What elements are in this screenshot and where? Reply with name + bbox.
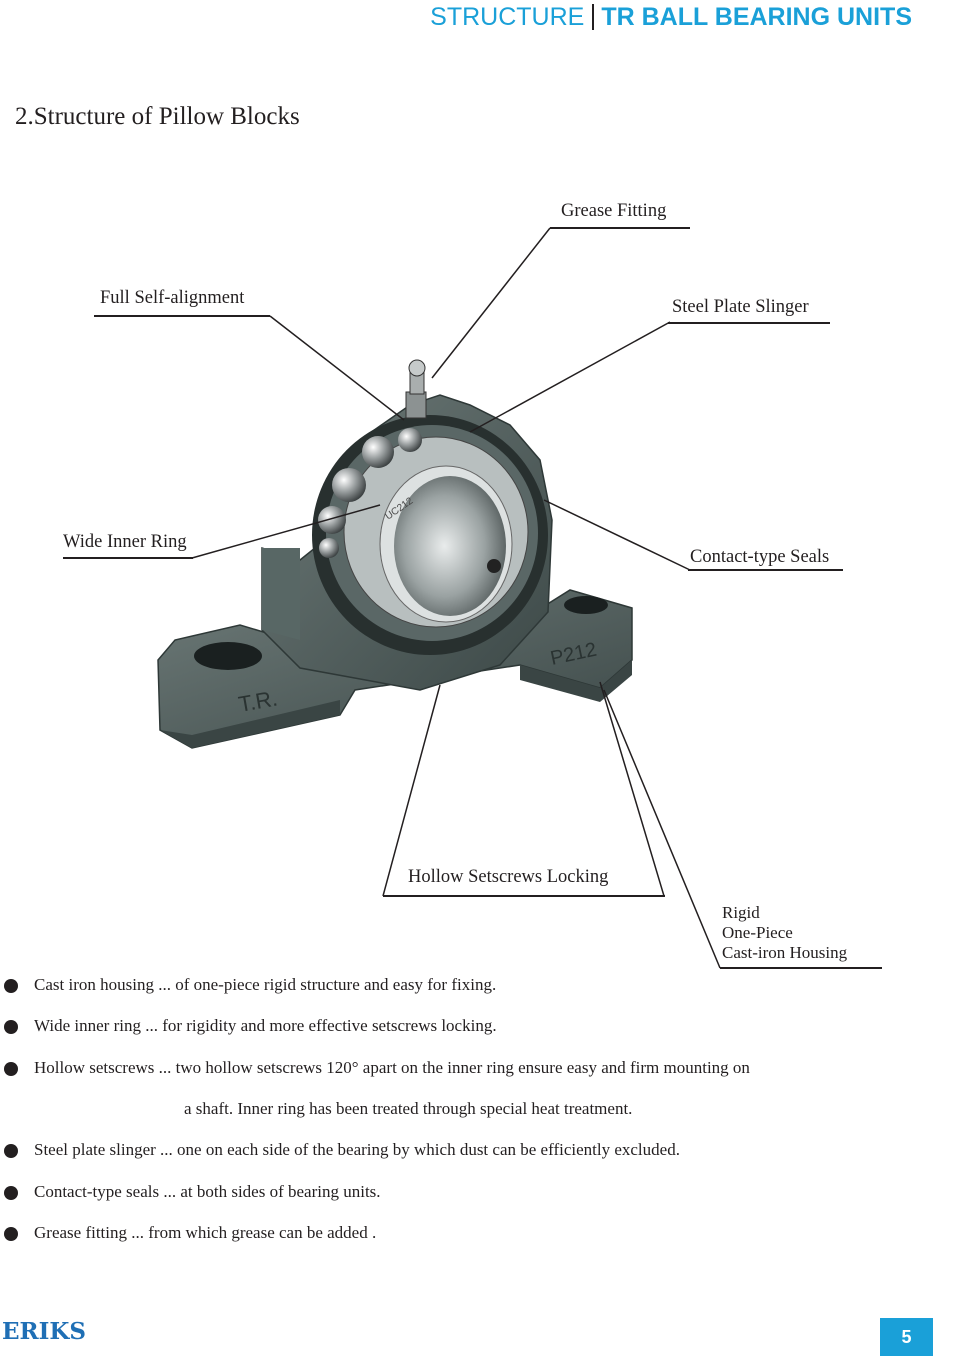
leader-hollow-setscrews — [382, 684, 441, 897]
callout-hollow-setscrews-locking: Hollow Setscrews Locking — [408, 867, 609, 887]
feature-steel-plate-slinger: Steel plate slinger ... one on each side… — [34, 1140, 680, 1159]
rule-full-self-alignment — [94, 315, 270, 317]
bullet-dot — [4, 979, 18, 993]
callout-housing-line-3: Cast-iron Housing — [722, 943, 848, 962]
rule-grease-fitting — [550, 227, 690, 229]
ball-set — [318, 428, 422, 558]
bullet-dot — [4, 1144, 18, 1158]
callout-grease-fitting: Grease Fitting — [561, 201, 667, 221]
rule-housing — [720, 967, 882, 969]
callout-housing-line-1: Rigid — [722, 903, 760, 922]
feature-grease-fitting: Grease fitting ... from which grease can… — [34, 1223, 377, 1242]
feature-cast-iron-housing: Cast iron housing ... of one-piece rigid… — [34, 975, 497, 994]
leader-contact-type-seals — [543, 499, 691, 571]
page-number: 5 — [880, 1318, 933, 1356]
bullet-dot — [4, 1186, 18, 1200]
rule-steel-plate-slinger — [668, 322, 830, 324]
feature-hollow-setscrews: Hollow setscrews ... two hollow setscrew… — [34, 1058, 750, 1077]
leader-housing-right — [603, 689, 721, 969]
bullet-dot — [4, 1062, 18, 1076]
leader-steel-plate-slinger — [469, 321, 671, 433]
header-title: TR BALL BEARING UNITS — [601, 2, 912, 31]
callout-wide-inner-ring: Wide Inner Ring — [63, 532, 187, 552]
page-title: 2.Structure of Pillow Blocks — [15, 103, 300, 130]
leader-grease-fitting — [431, 227, 551, 379]
leader-full-self-alignment — [269, 315, 405, 421]
callout-full-self-alignment: Full Self-alignment — [100, 288, 245, 308]
rule-contact-type-seals — [688, 569, 843, 571]
bullet-dot — [4, 1227, 18, 1241]
feature-contact-type-seals: Contact-type seals ... at both sides of … — [34, 1182, 381, 1201]
bullet-dot — [4, 1020, 18, 1034]
feature-hollow-setscrews-continued: a shaft. Inner ring has been treated thr… — [184, 1099, 633, 1118]
rule-wide-inner-ring — [63, 557, 193, 559]
callout-steel-plate-slinger: Steel Plate Slinger — [672, 297, 809, 317]
grease-fitting-part — [405, 359, 427, 419]
callout-housing-line-2: One-Piece — [722, 923, 793, 942]
eriks-logo: ERIKS — [2, 1318, 87, 1345]
header-divider — [592, 4, 595, 30]
leader-wide-inner-ring — [191, 504, 381, 559]
leader-lines — [191, 227, 721, 969]
bearing-insert — [312, 415, 548, 655]
leader-housing-left — [599, 681, 665, 897]
header-section: STRUCTURE — [430, 2, 585, 31]
rule-hollow-setscrews-locking — [383, 895, 665, 897]
callout-contact-type-seals: Contact-type Seals — [690, 547, 830, 567]
feature-wide-inner-ring: Wide inner ring ... for rigidity and mor… — [34, 1016, 497, 1035]
page-header: STRUCTURE TR BALL BEARING UNITS — [430, 2, 912, 32]
